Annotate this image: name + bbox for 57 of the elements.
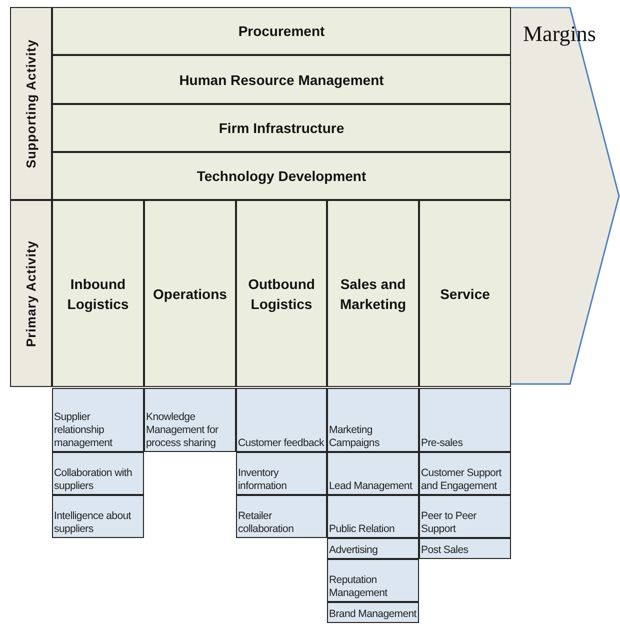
primary-activity-column: [144, 200, 236, 387]
detail-text: Customer Support and Engagement: [420, 467, 503, 494]
activity-label: Operations: [152, 284, 228, 304]
activity-label: Inbound Logistics: [66, 274, 130, 314]
activity-label: Sales and Marketing: [338, 274, 408, 314]
primary-activity-column: [419, 200, 511, 387]
activity-detail-cell: [327, 559, 419, 602]
activity-label: Procurement: [237, 22, 326, 41]
activity-label: Human Resource Management: [178, 70, 385, 90]
detail-text: Retailer collaboration: [237, 510, 295, 537]
support-activity-bar: [52, 104, 511, 152]
activity-detail-cell: [236, 388, 327, 452]
activity-detail-cell: [419, 538, 511, 559]
detail-text: Marketing Campaigns: [328, 424, 380, 451]
primary-activity-column: [327, 200, 419, 387]
detail-text: Inventory information: [237, 467, 288, 494]
detail-text: Collaboration with suppliers: [53, 467, 134, 494]
activity-detail-cell: [419, 388, 511, 452]
detail-text: Knowledge Management for process sharing: [145, 411, 220, 451]
detail-text: Intelligence about suppliers: [53, 510, 132, 537]
category-label: Primary Activity: [22, 240, 40, 347]
detail-text: Public Relation: [328, 523, 396, 537]
category-label-band: [10, 200, 52, 387]
activity-detail-cell: [419, 495, 511, 538]
activity-detail-cell: [327, 452, 419, 495]
detail-text: Pre-sales: [420, 437, 464, 451]
activity-detail-cell: [52, 495, 144, 538]
activity-detail-cell: [144, 388, 236, 452]
activity-detail-cell: [236, 452, 327, 495]
detail-text: Post Sales: [420, 544, 470, 558]
activity-detail-cell: [327, 538, 419, 559]
activity-detail-cell: [327, 602, 419, 623]
category-label: Supporting Activity: [22, 39, 40, 168]
support-activity-bar: [52, 7, 511, 55]
activity-label: Service: [439, 284, 491, 304]
detail-text: Customer feedback: [237, 437, 325, 451]
primary-activity-column: [236, 200, 327, 387]
detail-text: Advertising: [328, 544, 379, 558]
detail-text: Brand Management: [328, 608, 418, 622]
support-activity-bar: [52, 55, 511, 104]
margin-arrow: [511, 7, 620, 385]
detail-text: Reputation Management: [328, 574, 388, 601]
support-activity-bar: [52, 152, 511, 200]
activity-label: Technology Development: [196, 167, 368, 186]
activity-label: Outbound Logistics: [247, 274, 316, 314]
activity-label: Firm Infrastructure: [218, 119, 346, 138]
activity-detail-cell: [419, 452, 511, 495]
activity-detail-cell: [327, 495, 419, 538]
detail-text: Peer to Peer Support: [420, 510, 478, 537]
primary-activity-column: [52, 200, 144, 387]
detail-text: Supplier relationship management: [53, 411, 114, 451]
detail-text: Lead Management: [328, 480, 414, 494]
activity-detail-cell: [236, 495, 327, 538]
category-label-band: [10, 7, 52, 200]
activity-detail-cell: [327, 388, 419, 452]
activity-detail-cell: [52, 388, 144, 452]
activity-detail-cell: [52, 452, 144, 495]
